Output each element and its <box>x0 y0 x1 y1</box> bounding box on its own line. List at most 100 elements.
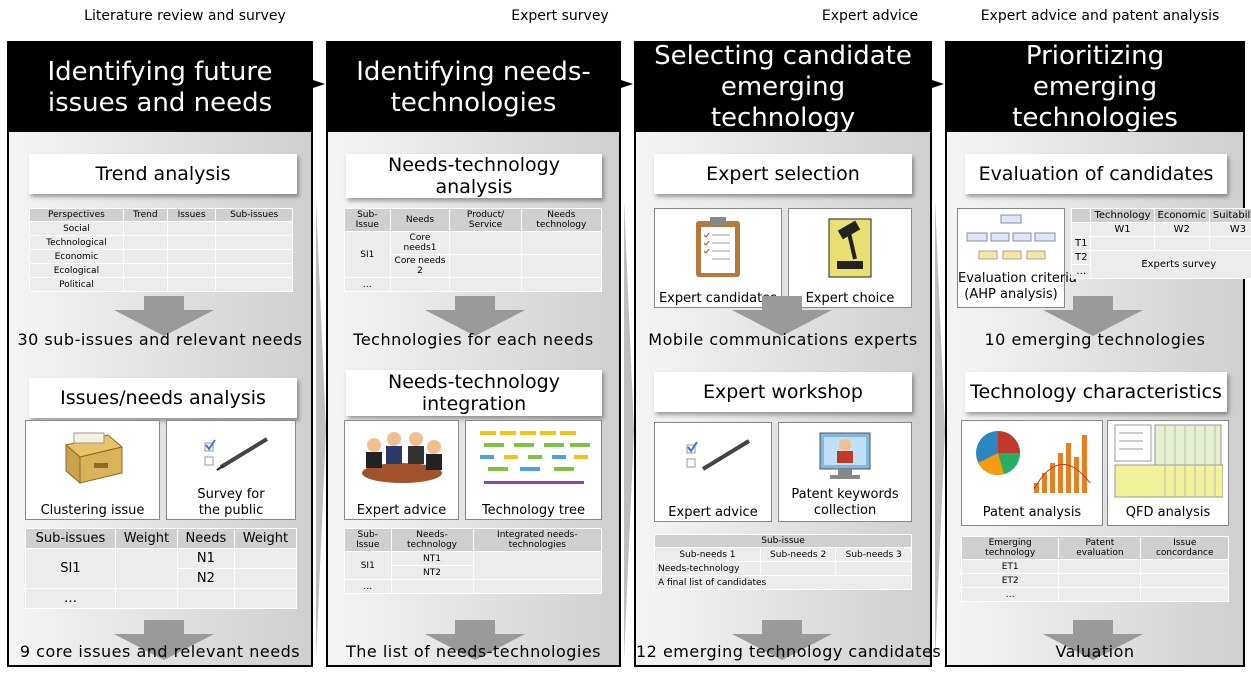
patent-analysis-image-panel: Patent analysis <box>961 420 1103 526</box>
expert-choice-image-panel: Expert choice <box>788 208 912 308</box>
down-arrow-icon <box>425 296 525 336</box>
evaluation-candidates-box: Evaluation of candidates <box>965 154 1227 194</box>
table-cell: A final list of candidates <box>654 575 912 590</box>
table-header: Needs <box>176 528 235 549</box>
result-text: 10 emerging technologies <box>984 330 1206 349</box>
result-text: Valuation <box>1055 642 1135 661</box>
stage-title-3: Selecting candidate emerging technology <box>636 41 930 133</box>
table-header: Product/ Service <box>449 208 522 232</box>
result-text: 30 sub-issues and relevant needs <box>17 330 303 349</box>
table-header: Issue concordance <box>1140 536 1229 560</box>
image-caption: collection <box>813 503 877 518</box>
stage-label-3: Expert advice <box>821 8 919 24</box>
patent-keywords-image-panel: Patent keywords collection <box>778 422 912 522</box>
table-header: Weight <box>233 528 298 549</box>
table-cell: ET1 <box>960 559 1060 574</box>
emerging-technology-table: Emerging technology Patent evaluation Is… <box>960 536 1229 602</box>
checklist-pen-icon <box>686 439 751 471</box>
integration-table: Sub-Issue Needs-technology Integrated ne… <box>344 528 603 594</box>
image-caption: Expert candidates <box>658 291 778 306</box>
down-arrow-icon <box>114 296 214 336</box>
expert-selection-box: Expert selection <box>654 154 912 194</box>
stage-column-1: Identifying future issues and needs Tren… <box>7 41 313 667</box>
gavel-icon <box>828 218 872 278</box>
file-drawer-icon <box>64 432 123 485</box>
arrow-right-icon <box>313 80 325 88</box>
expert-candidates-image-panel: Expert candidates <box>654 208 782 308</box>
stage-label-4: Expert advice and patent analysis <box>980 8 1220 24</box>
image-caption: Survey for <box>197 487 265 502</box>
trend-analysis-box: Trend analysis <box>29 154 297 194</box>
meeting-people-icon <box>362 432 442 483</box>
table-cell: SI1 <box>25 548 116 589</box>
table-cell: Ecological <box>29 263 124 278</box>
stage-title-4: Prioritizing emerging technologies <box>947 41 1243 133</box>
table-header: Technology <box>1090 208 1155 223</box>
table-header: Suitability <box>1208 208 1251 223</box>
down-arrow-icon <box>732 296 832 336</box>
table-cell: W1 <box>1090 222 1155 237</box>
clustering-image-panel: Clustering issue <box>25 420 160 520</box>
result-text: Technologies for each needs <box>353 330 594 349</box>
table-cell: Core needs1 <box>389 231 451 255</box>
down-arrow-icon <box>1043 620 1143 660</box>
qfd-analysis-image-panel: QFD analysis <box>1107 420 1229 526</box>
arrow-right-icon <box>621 80 633 88</box>
table-cell: NT1 <box>390 551 474 566</box>
result-text: Mobile communications experts <box>648 330 918 349</box>
image-caption: the public <box>198 503 264 518</box>
image-caption: Evaluation criteria <box>958 271 1077 286</box>
table-header: Economic <box>1153 208 1210 223</box>
survey-image-panel: Survey for the public <box>166 420 296 520</box>
table-cell: … <box>1070 264 1092 279</box>
technology-tree-image-panel: Technology tree <box>465 420 602 520</box>
pie-bar-chart-icon <box>976 431 1091 493</box>
qfd-matrix-icon <box>1114 424 1223 498</box>
table-cell: N1 <box>176 548 235 569</box>
image-caption: Technology tree <box>481 503 586 518</box>
image-caption: Expert advice <box>356 503 447 518</box>
table-cell: N2 <box>176 568 235 589</box>
technology-characteristics-box: Technology characteristics <box>965 372 1227 412</box>
stage-column-4: Prioritizing emerging technologies Evalu… <box>945 41 1251 667</box>
down-arrow-icon <box>425 620 525 660</box>
result-text: 9 core issues and relevant needs <box>19 642 301 661</box>
table-cell: SI1 <box>344 551 392 580</box>
table-header: Issues <box>166 208 217 222</box>
image-caption: Expert advice <box>668 505 758 520</box>
table-cell: Needs-technology <box>654 561 761 576</box>
table-header: Perspectives <box>29 208 124 222</box>
evaluation-table: Technology Economic Suitability W1 W2 W3… <box>1070 208 1251 279</box>
computer-user-icon <box>819 432 871 479</box>
table-header: Sub-issue <box>654 534 912 548</box>
hierarchy-icon <box>966 214 1056 260</box>
table-cell: Political <box>29 277 124 292</box>
table-cell: T1 <box>1070 236 1092 251</box>
table-cell: … <box>25 588 116 609</box>
table-cell: … <box>344 277 391 292</box>
image-caption: Expert choice <box>805 291 895 306</box>
table-header: Weight <box>114 528 178 549</box>
table-cell: … <box>960 587 1060 602</box>
table-cell: NT2 <box>390 565 474 580</box>
table-header: Sub-issues <box>25 528 116 549</box>
stage-title-2: Identifying needs-technologies <box>328 43 619 132</box>
issues-needs-analysis-box: Issues/needs analysis <box>29 378 297 418</box>
table-cell: Sub-needs 3 <box>835 547 912 562</box>
chevron-right-icon <box>935 200 945 660</box>
table-cell: Experts survey <box>1090 250 1251 279</box>
down-arrow-icon <box>114 620 214 660</box>
stage-title-1: Identifying future issues and needs <box>9 43 311 132</box>
image-caption: QFD analysis <box>1125 505 1211 520</box>
stage-body-4: Evaluation of candidates Evaluation crit… <box>947 132 1251 665</box>
table-header: Needs technology <box>520 208 603 232</box>
table-cell: Sub-needs 1 <box>654 547 761 562</box>
stage-body-2: Needs-technology analysis Sub-Issue Need… <box>328 132 619 665</box>
evaluation-criteria-image-panel: Evaluation criteria (AHP analysis) <box>957 208 1077 308</box>
table-header: Integrated needs-technologies <box>472 528 603 552</box>
technology-tree-icon <box>479 431 590 484</box>
expert-workshop-box: Expert workshop <box>654 372 912 412</box>
image-caption: (AHP analysis) <box>964 287 1058 302</box>
chevron-right-icon <box>316 200 326 660</box>
down-arrow-icon <box>1043 296 1143 336</box>
